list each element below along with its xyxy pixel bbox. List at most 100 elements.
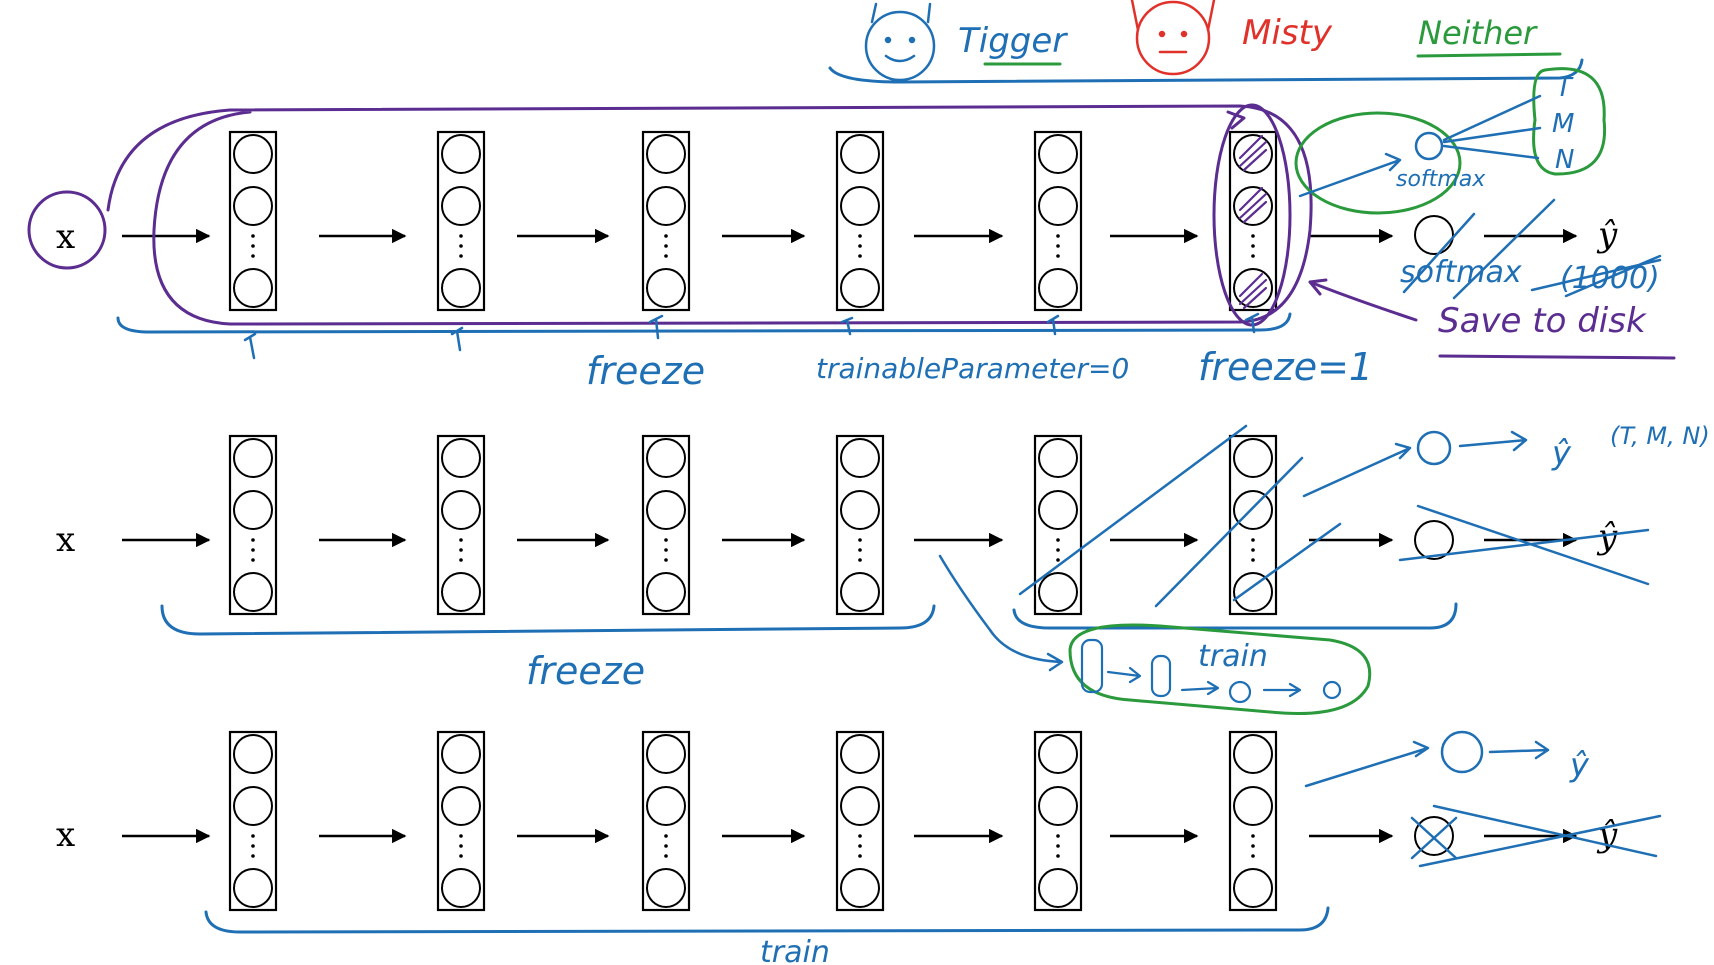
ellipsis-dot bbox=[1056, 854, 1060, 858]
old-output-crossout bbox=[1398, 504, 1650, 586]
neuron bbox=[840, 786, 880, 826]
ellipsis-dot bbox=[459, 558, 463, 562]
softmax-crossout bbox=[1402, 198, 1662, 300]
neuron bbox=[233, 438, 273, 478]
ellipsis-dot bbox=[1251, 234, 1255, 238]
ellipsis-dot bbox=[1251, 548, 1255, 552]
layer-1-1 bbox=[228, 130, 278, 312]
output-neuron-2 bbox=[1414, 520, 1454, 560]
neuron bbox=[1233, 572, 1273, 612]
ellipsis-dot bbox=[1056, 844, 1060, 848]
neuron bbox=[646, 734, 686, 774]
misty-face-icon bbox=[1130, 0, 1216, 76]
neither-underline bbox=[1416, 52, 1562, 58]
neuron bbox=[1233, 490, 1273, 530]
legend: Tigger Misty Neither bbox=[828, 0, 1584, 84]
ellipsis-dot bbox=[858, 834, 862, 838]
neuron bbox=[646, 134, 686, 174]
ellipsis-dot bbox=[1056, 234, 1060, 238]
layer-3-4 bbox=[835, 730, 885, 912]
output-yhat-1: ŷ bbox=[1596, 215, 1618, 255]
neuron bbox=[840, 134, 880, 174]
ellipsis-dot bbox=[459, 844, 463, 848]
row-3-train-brace bbox=[204, 906, 1330, 934]
ellipsis-dot bbox=[858, 254, 862, 258]
neuron bbox=[441, 734, 481, 774]
neuron bbox=[840, 572, 880, 612]
ellipsis-dot bbox=[251, 854, 255, 858]
neuron bbox=[646, 490, 686, 530]
legend-tigger-label: Tigger bbox=[958, 21, 1068, 61]
neuron bbox=[441, 134, 481, 174]
input-x-3: x bbox=[56, 815, 75, 855]
ellipsis-dot bbox=[858, 854, 862, 858]
neuron bbox=[1038, 186, 1078, 226]
neuron bbox=[1233, 734, 1273, 774]
neuron bbox=[1038, 572, 1078, 612]
old-output-crossout-3 bbox=[1410, 804, 1662, 868]
neuron bbox=[233, 186, 273, 226]
neuron bbox=[646, 438, 686, 478]
neuron bbox=[646, 786, 686, 826]
neuron bbox=[441, 868, 481, 908]
neuron bbox=[646, 868, 686, 908]
neuron bbox=[1038, 490, 1078, 530]
class-t: T bbox=[1556, 73, 1574, 103]
ellipsis-dot bbox=[858, 234, 862, 238]
row-2-freeze-label: freeze bbox=[526, 649, 645, 693]
neuron bbox=[840, 868, 880, 908]
output-yhat-2: ŷ bbox=[1596, 517, 1618, 557]
ellipsis-dot bbox=[1251, 854, 1255, 858]
row-1-freeze-label: freeze bbox=[586, 349, 705, 393]
new-output-to-yhat-3 bbox=[1488, 740, 1550, 760]
ellipsis-dot bbox=[664, 548, 668, 552]
neuron bbox=[1038, 438, 1078, 478]
ellipsis-dot bbox=[1251, 834, 1255, 838]
ellipsis-dot bbox=[858, 548, 862, 552]
neuron bbox=[441, 572, 481, 612]
ellipsis-dot bbox=[664, 558, 668, 562]
ellipsis-dot bbox=[1056, 244, 1060, 248]
neuron bbox=[233, 490, 273, 530]
x-circle-annotation bbox=[27, 190, 107, 270]
ellipsis-dot bbox=[664, 538, 668, 542]
ellipsis-dot bbox=[251, 844, 255, 848]
neuron bbox=[646, 572, 686, 612]
ellipsis-dot bbox=[459, 538, 463, 542]
softmax-small-label: softmax bbox=[1396, 167, 1486, 192]
layer-2-3 bbox=[641, 434, 691, 616]
freeze-equals-label: freeze=1 bbox=[1198, 345, 1373, 389]
neuron bbox=[1038, 734, 1078, 774]
class-m: M bbox=[1552, 109, 1574, 139]
ellipsis-dot bbox=[858, 244, 862, 248]
save-underline bbox=[1438, 354, 1676, 360]
ellipsis-dot bbox=[459, 244, 463, 248]
network-row-1: x ŷ bbox=[56, 130, 1618, 312]
output-yhat-3: ŷ bbox=[1596, 815, 1618, 855]
train-blob-outline bbox=[1068, 623, 1372, 716]
class-n: N bbox=[1555, 145, 1574, 175]
layer-2-2 bbox=[436, 434, 486, 616]
neuron bbox=[840, 490, 880, 530]
neuron bbox=[233, 734, 273, 774]
neuron bbox=[840, 186, 880, 226]
layer-3-3 bbox=[641, 730, 691, 912]
layer-3-6 bbox=[1228, 730, 1278, 912]
network-row-3: x ŷ bbox=[56, 730, 1618, 912]
ellipsis-dot bbox=[664, 254, 668, 258]
neuron bbox=[1233, 438, 1273, 478]
class-fanout-arrows bbox=[1442, 94, 1542, 160]
new-output-neuron bbox=[1414, 131, 1444, 161]
row-1-annotations: softmax T M N softmax (1000) Save to dis… bbox=[27, 67, 1676, 393]
ellipsis-dot bbox=[664, 834, 668, 838]
ellipsis-dot bbox=[1056, 538, 1060, 542]
ellipsis-dot bbox=[664, 244, 668, 248]
row-3-train-label: train bbox=[760, 935, 830, 965]
neuron bbox=[1038, 786, 1078, 826]
ellipsis-dot bbox=[858, 558, 862, 562]
row-2-freeze-brace bbox=[160, 604, 936, 636]
layers-crossout bbox=[1018, 424, 1342, 608]
neuron bbox=[1233, 868, 1273, 908]
neuron bbox=[840, 734, 880, 774]
ellipsis-dot bbox=[1251, 538, 1255, 542]
